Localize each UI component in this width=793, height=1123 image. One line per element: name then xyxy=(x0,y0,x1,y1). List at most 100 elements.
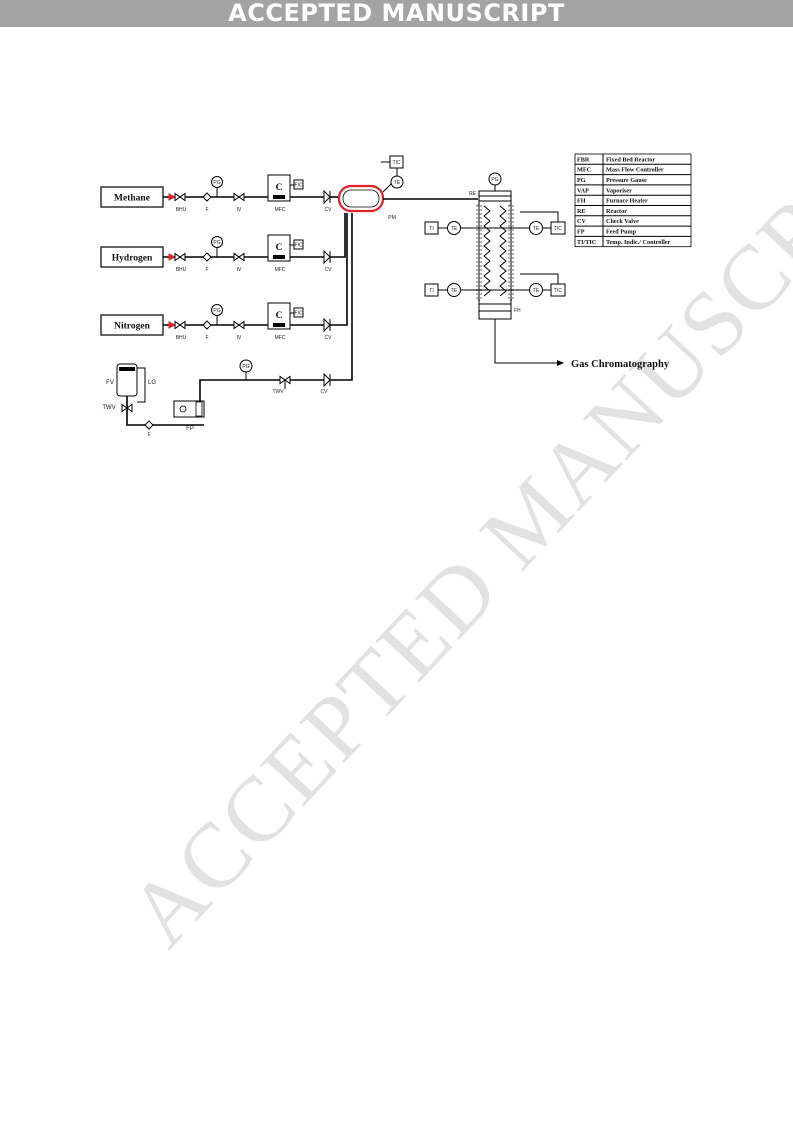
methane-bhu-label: BHU xyxy=(176,207,187,213)
nitrogen-pressure-gauge-label: PG xyxy=(213,308,220,314)
nitrogen-iv-label: IV xyxy=(237,335,242,341)
upper-ti-box-label: TI xyxy=(429,226,433,232)
hydrogen-fic-box xyxy=(293,239,304,250)
mixer-tic-box-label: TIC xyxy=(392,160,400,166)
liquid-pressure-gauge-label: PG xyxy=(242,364,249,370)
feed-pump-label: FP xyxy=(186,426,194,432)
methane-fic-box-label: FIC xyxy=(294,182,302,188)
legend-desc: Fixed Bed Reactor xyxy=(606,156,655,163)
furnace-heater-right xyxy=(508,204,514,301)
legend-abbr: CV xyxy=(577,218,586,225)
level-glass xyxy=(137,367,146,403)
level-glass-label: LG xyxy=(148,380,156,386)
hydrogen-mfc-base xyxy=(273,255,285,259)
nitrogen-mfc-base xyxy=(273,323,285,327)
furnace-heater-left xyxy=(476,204,482,301)
vessel-twv-label: TWV xyxy=(102,405,115,411)
liquid-riser xyxy=(331,213,353,381)
nitrogen-filter-label: F xyxy=(205,335,208,341)
legend-abbr: FBR xyxy=(577,156,590,163)
legend-abbr: RE xyxy=(577,208,586,215)
methane-fic-box xyxy=(293,179,304,190)
legend-desc: Temp. Indic./ Controller xyxy=(606,239,671,246)
reactor-pressure-gauge xyxy=(488,172,502,186)
reactor-label: RE xyxy=(469,191,477,197)
gc-arrow xyxy=(557,360,564,366)
legend-desc: Furnace Heater xyxy=(606,198,648,205)
heater-coil-right xyxy=(499,205,507,297)
methane-bhu-marker xyxy=(168,193,177,201)
gas-chromatography-label: Gas Chromatography xyxy=(571,359,670,370)
hydrogen-filter-label: F xyxy=(205,267,208,273)
heater-coil-left xyxy=(483,205,491,297)
lower-left-temp-element xyxy=(447,283,461,297)
nitrogen-fic-box xyxy=(293,307,304,318)
legend-desc: Reactor xyxy=(606,208,627,215)
reactor-outlet-line xyxy=(494,319,557,364)
methane-mfc-box xyxy=(267,174,291,202)
nitrogen-mfc-label: MFC xyxy=(275,335,286,341)
methane-pressure-gauge-label: PG xyxy=(213,180,220,186)
feed-pump-head xyxy=(195,401,203,417)
hydrogen-iv-valve xyxy=(233,252,245,262)
mixer-te-link xyxy=(382,183,392,193)
hydrogen-mfc-label: MFC xyxy=(275,267,286,273)
nitrogen-bhu-marker xyxy=(168,321,177,329)
hydrogen-fic-box-label: FIC xyxy=(294,242,302,248)
legend-desc: Feed Pump xyxy=(606,229,637,236)
methane-cv-label: CV xyxy=(325,207,333,213)
methane-filter-label: F xyxy=(205,207,208,213)
feed-vessel-label: FV xyxy=(106,380,114,386)
vessel-twv-valve xyxy=(121,403,133,413)
nitrogen-cv-label: CV xyxy=(325,335,333,341)
legend-desc: Pressure Gause xyxy=(606,177,647,184)
methane-pressure-gauge xyxy=(211,176,223,188)
nitrogen-filter xyxy=(202,320,212,330)
lower-left-temp-element-label: TE xyxy=(451,288,458,294)
upper-right-temp-element-label: TE xyxy=(533,226,540,232)
reactor-pressure-gauge-label: PG xyxy=(491,177,498,183)
lower-right-temp-element xyxy=(529,283,543,297)
furnace-heater-label: FH xyxy=(514,308,521,314)
upper-left-temp-element xyxy=(447,221,461,235)
liquid-twv-label: TWV xyxy=(272,389,284,395)
upper-tic-box-label: TIC xyxy=(554,226,562,232)
hydrogen-iv-label: IV xyxy=(237,267,242,273)
nitrogen-bhu-valve xyxy=(174,320,186,330)
nitrogen-fic-box-label: FIC xyxy=(294,310,302,316)
nitrogen-mfc-c-label: C xyxy=(276,311,283,321)
hydrogen-bhu-marker xyxy=(168,253,177,261)
nitrogen-bhu-label: BHU xyxy=(176,335,187,341)
methane-check-valve xyxy=(323,189,331,205)
lower-ti-box-label: TI xyxy=(429,288,433,294)
methane-iv-valve xyxy=(233,192,245,202)
methane-mfc-base xyxy=(273,195,285,199)
methane-mfc-c-label: C xyxy=(276,183,283,193)
mixer-temp-element-label: TE xyxy=(394,180,401,186)
liquid-check-valve xyxy=(323,372,331,388)
feed-pump-motor xyxy=(179,405,187,413)
hydrogen-pressure-gauge xyxy=(211,236,223,248)
lower-tic-control-line xyxy=(520,273,559,284)
hydrogen-mfc-c-label: C xyxy=(276,243,283,253)
legend-table xyxy=(574,153,692,248)
vessel-outlet-line xyxy=(126,396,204,426)
nitrogen-iv-valve xyxy=(233,320,245,330)
legend-abbr: FH xyxy=(577,198,586,205)
legend-desc: Vaporiser xyxy=(606,187,632,194)
methane-mfc-label: MFC xyxy=(275,207,286,213)
legend-abbr: VAP xyxy=(577,187,589,194)
legend-abbr: TI/TIC xyxy=(577,239,596,246)
legend-desc: Mass Flow Controller xyxy=(606,167,664,174)
hydrogen-mfc-box xyxy=(267,234,291,262)
lower-tic-box-label: TIC xyxy=(554,288,562,294)
feed-vessel-cap xyxy=(119,367,135,371)
lower-right-temp-element-label: TE xyxy=(533,288,540,294)
nitrogen-riser xyxy=(331,213,348,326)
methane-cylinder-label: Methane xyxy=(114,194,150,204)
legend-abbr: MFC xyxy=(577,167,591,174)
hydrogen-bhu-valve xyxy=(174,252,186,262)
nitrogen-cylinder-label: Nitrogen xyxy=(114,322,150,332)
hydrogen-bhu-label: BHU xyxy=(176,267,187,273)
